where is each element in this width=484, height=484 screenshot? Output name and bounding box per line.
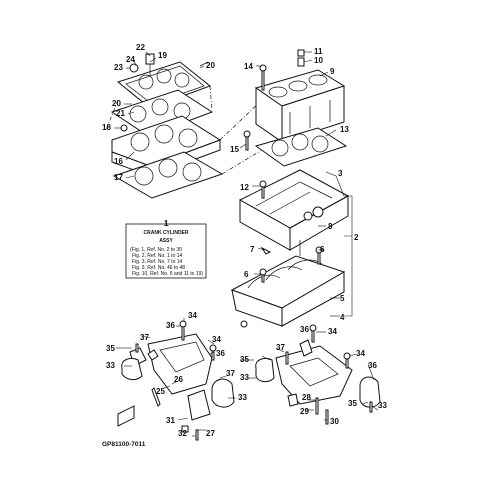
callout-label: 36: [300, 325, 309, 334]
callout-label: 34: [212, 335, 221, 344]
note-title-line1: CRANK CYLINDER: [144, 230, 189, 236]
callout-label: 37: [226, 369, 235, 378]
callout-label: 4: [340, 313, 345, 322]
callout-label: 3: [338, 169, 343, 178]
callout-label: 33: [106, 361, 115, 370]
callout-label: 27: [206, 429, 215, 438]
callout-label: 31: [166, 416, 175, 425]
assembly-note-box: CRANK CYLINDER ASSY (Fig. 1, Ref. No. 2 …: [125, 220, 207, 279]
callout-label: 30: [330, 417, 339, 426]
callout-label: 35: [240, 355, 249, 364]
callout-label: 29: [300, 407, 309, 416]
callout-label: 35: [348, 399, 357, 408]
callout-label: 2: [354, 233, 359, 242]
callout-label: 8: [328, 222, 333, 231]
callout-label: 17: [114, 173, 123, 182]
callout-label: 1: [164, 219, 169, 228]
upper-crankcase: [238, 169, 350, 256]
head-cover-assembly: [105, 53, 213, 131]
callout-label: 14: [244, 62, 253, 71]
callout-label: 9: [330, 67, 335, 76]
callout-label: 34: [356, 349, 365, 358]
callout-label: 23: [114, 63, 123, 72]
callout-labels: 22 19 24 23 20 20 21 18 16 17 11 10 14 9…: [102, 43, 387, 438]
callout-label: 24: [126, 55, 135, 64]
callout-label: 32: [178, 429, 187, 438]
callout-label: 36: [216, 349, 225, 358]
engine-mount-left: [121, 320, 235, 441]
callout-label: 25: [156, 387, 165, 396]
note-line: Fig. 10, Ref. No. 6 and 11 to 19): [132, 271, 203, 277]
callout-label: 11: [314, 47, 323, 56]
note-line: Fig. 9, Ref. No. 46 to 48: [132, 265, 185, 271]
callout-label: 6: [320, 245, 325, 254]
engine-mount-right: [255, 324, 381, 425]
callout-label: 37: [140, 333, 149, 342]
callout-label: 37: [276, 343, 285, 352]
callout-label: 15: [230, 145, 239, 154]
callout-label: 6: [244, 270, 249, 279]
callout-label: 33: [240, 373, 249, 382]
callout-label: 19: [158, 51, 167, 60]
callout-label: 7: [250, 245, 255, 254]
callout-label: 12: [240, 183, 249, 192]
note-line: Fig. 2, Ref. No. 1 to 14: [132, 253, 183, 259]
callout-label: 22: [136, 43, 145, 52]
callout-label: 20: [112, 99, 121, 108]
leader-lines: [114, 51, 379, 437]
note-line: (Fig. 1, Ref. No. 2 to 30: [130, 247, 182, 253]
callout-label: 10: [314, 56, 323, 65]
callout-label: 34: [328, 327, 337, 336]
callout-label: 33: [378, 401, 387, 410]
callout-label: 5: [340, 294, 345, 303]
callout-label: 13: [340, 125, 349, 134]
mount-bracket: [117, 405, 135, 427]
callout-label: 20: [206, 61, 215, 70]
callout-label: 34: [188, 311, 197, 320]
drawing-code: GP81100-7011: [102, 441, 146, 448]
callout-label: 21: [116, 109, 125, 118]
cylinder-block: [243, 49, 346, 151]
note-title-line2: ASSY: [159, 238, 173, 244]
callout-label: 36: [166, 321, 175, 330]
callout-label: 26: [174, 375, 183, 384]
callout-label: 35: [106, 344, 115, 353]
callout-label: 33: [238, 393, 247, 402]
cylinder-gasket: [254, 127, 348, 167]
callout-label: 16: [114, 157, 123, 166]
callout-label: 18: [102, 123, 111, 132]
lower-crankcase: [230, 246, 346, 328]
note-line: Fig. 3, Ref. No. 7 to 14: [132, 259, 183, 265]
callout-label: 36: [368, 361, 377, 370]
cylinder-head-plate: [110, 89, 214, 137]
callout-label: 28: [302, 393, 311, 402]
